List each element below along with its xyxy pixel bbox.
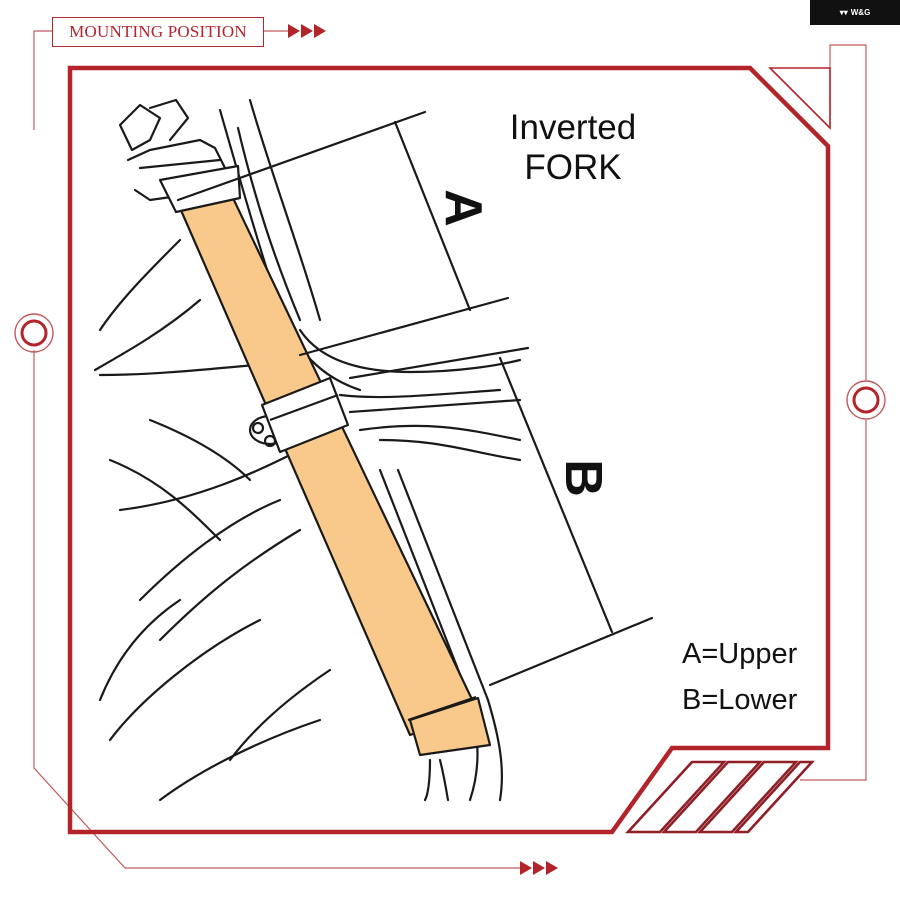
legend-item-lower: B=Lower bbox=[682, 684, 798, 716]
dimension-label-b: B bbox=[553, 459, 612, 497]
decorative-frame bbox=[14, 30, 886, 869]
dimension-lines bbox=[176, 110, 654, 687]
legend-item-upper: A=Upper bbox=[682, 638, 798, 670]
diagram-title-line1: Inverted bbox=[509, 108, 637, 147]
outer-frame-line-right bbox=[829, 44, 867, 380]
fork-tube-tip bbox=[408, 696, 492, 757]
main-frame bbox=[67, 65, 831, 835]
dimension-label-a: A bbox=[433, 189, 492, 227]
corner-triangle bbox=[768, 67, 831, 130]
dim-b-bottom-extension bbox=[488, 616, 654, 687]
circle-ornament-right bbox=[846, 380, 886, 420]
corner-stripes bbox=[625, 760, 815, 834]
dim-b-top-extension bbox=[348, 346, 530, 380]
dim-b-measure-line bbox=[498, 356, 614, 634]
heading-title: MOUNTING POSITION bbox=[69, 22, 247, 41]
dim-a-measure-line bbox=[393, 120, 472, 312]
fork-clamp-band bbox=[260, 376, 350, 454]
circle-ornament-left bbox=[14, 313, 54, 353]
dim-a-top-extension bbox=[176, 110, 427, 202]
brand-label: W&G bbox=[850, 8, 871, 17]
outer-frame-line-bottom-right bbox=[800, 420, 867, 781]
brand-logo-icon: ▾▾ bbox=[839, 8, 848, 17]
heading-box: MOUNTING POSITION bbox=[52, 17, 264, 47]
footer-arrows bbox=[520, 861, 558, 875]
fork-tube-body bbox=[178, 194, 480, 737]
fork-crown bbox=[158, 164, 242, 214]
outer-frame-line-top-left bbox=[33, 30, 52, 130]
diagram-title-line2: FORK bbox=[524, 148, 622, 187]
heading-arrows bbox=[288, 24, 326, 38]
fork-tube bbox=[158, 164, 492, 757]
outer-frame-line-left bbox=[33, 350, 520, 869]
dim-a-bottom-extension bbox=[298, 296, 510, 357]
brand-badge: ▾▾ W&G bbox=[810, 0, 900, 25]
